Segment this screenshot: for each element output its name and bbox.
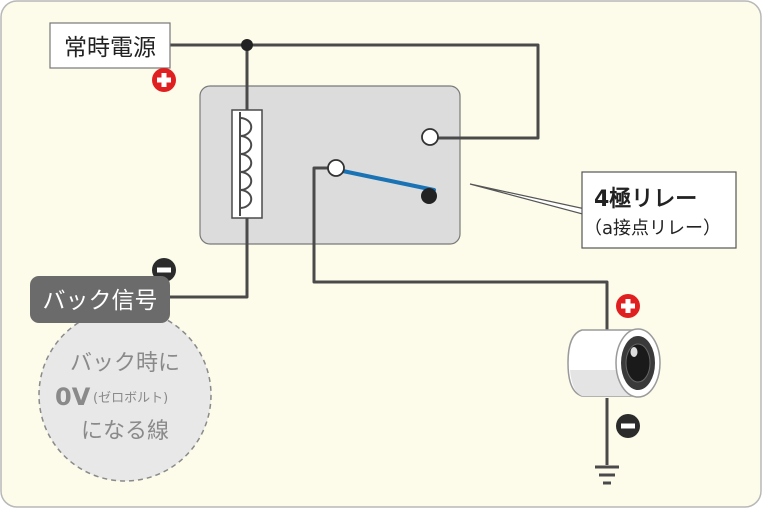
backup-camera-icon bbox=[567, 328, 661, 398]
switch-arm bbox=[336, 168, 436, 192]
relay-title: 4極リレー bbox=[594, 186, 697, 212]
bubble-line3: になる線 bbox=[81, 419, 169, 444]
wire-coil-to-back-signal bbox=[170, 218, 249, 299]
constant-power-box bbox=[49, 22, 171, 69]
bubble-zero-volt-note: (ゼロボルト) bbox=[93, 391, 168, 406]
relay-callout-box bbox=[581, 171, 737, 249]
constant-power-label: 常時電源 bbox=[64, 35, 156, 61]
back-signal-label: バック信号 bbox=[43, 288, 158, 314]
bubble-zero-volt: 0V bbox=[55, 383, 91, 411]
back-signal-box bbox=[30, 276, 170, 323]
camera-minus-icon bbox=[616, 414, 640, 438]
contact-terminal-common bbox=[327, 159, 345, 177]
bubble-line1: バック時に bbox=[70, 351, 180, 376]
explanation-bubble bbox=[38, 308, 212, 482]
plus-circle-icon bbox=[152, 68, 176, 92]
wire-constant-power-to-contact bbox=[170, 43, 540, 140]
contact-terminal-top bbox=[421, 128, 439, 146]
relay-subtitle: （a接点リレー） bbox=[584, 218, 721, 239]
camera-plus-icon bbox=[616, 294, 640, 318]
contact-terminal-bottom bbox=[421, 188, 437, 204]
junction-dot bbox=[241, 39, 253, 51]
wire-contact-to-camera bbox=[312, 166, 609, 330]
relay-coil-icon bbox=[231, 109, 263, 219]
ground-icon bbox=[595, 465, 619, 485]
wires bbox=[170, 43, 609, 465]
